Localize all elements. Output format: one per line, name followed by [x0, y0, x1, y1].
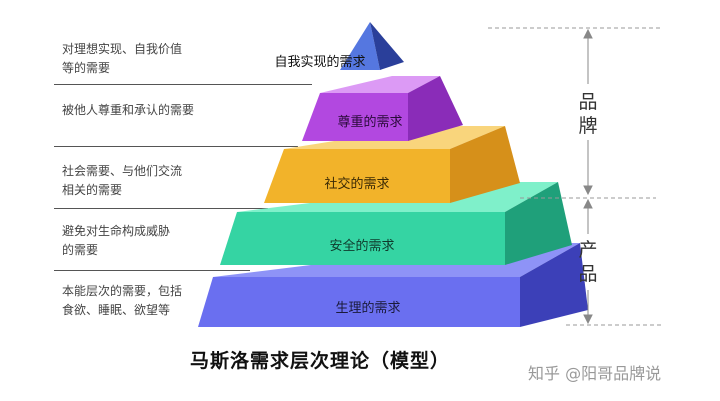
brand-char: 牌 [578, 115, 598, 137]
desc-safety: 避免对生命构成威胁 的需要 [62, 222, 232, 260]
diagram-title: 马斯洛需求层次理论（模型） [189, 350, 450, 372]
desc-line: 本能层次的需要，包括 [62, 284, 183, 298]
level-label: 安全的需求 [329, 238, 394, 254]
product-char: 品 [578, 263, 598, 285]
desc-line: 等的需要 [62, 61, 111, 75]
desc-self-actualization: 对理想实现、自我价值 等的需要 [62, 40, 232, 78]
brand-label: 品 牌 [576, 90, 600, 138]
desc-line: 避免对生命构成威胁 [62, 224, 171, 238]
desc-social: 社会需要、与他们交流 相关的需要 [62, 162, 232, 200]
desc-line: 社会需要、与他们交流 [62, 164, 183, 178]
level-label: 尊重的需求 [337, 114, 402, 130]
level-label: 生理的需求 [335, 300, 400, 316]
desc-line: 食欲、睡眠、欲望等 [62, 303, 171, 317]
desc-physiological: 本能层次的需要，包括 食欲、睡眠、欲望等 [62, 282, 232, 320]
desc-line: 被他人尊重和承认的需要 [62, 103, 195, 117]
product-char: 产 [578, 239, 598, 261]
level-label: 社交的需求 [324, 176, 389, 192]
brand-char: 品 [578, 91, 598, 113]
brand-bracket-arrow [583, 28, 593, 196]
product-bracket-arrow [583, 198, 593, 325]
product-label: 产 品 [576, 238, 600, 286]
pyramid-level-esteem: 尊重的需求 [302, 76, 463, 141]
desc-line: 相关的需要 [62, 183, 123, 197]
desc-line: 对理想实现、自我价值 [62, 42, 183, 56]
separator-line [54, 208, 268, 209]
bracket-markers [488, 27, 662, 326]
pyramid-level-self-actualization [340, 22, 404, 70]
desc-line: 的需要 [62, 243, 99, 257]
separator-line [54, 270, 250, 271]
separator-line [54, 146, 298, 147]
level-label: 自我实现的需求 [274, 54, 365, 70]
separator-line [54, 84, 312, 85]
watermark: 知乎 @阳哥品牌说 [528, 364, 662, 383]
desc-esteem: 被他人尊重和承认的需要 [62, 101, 232, 120]
